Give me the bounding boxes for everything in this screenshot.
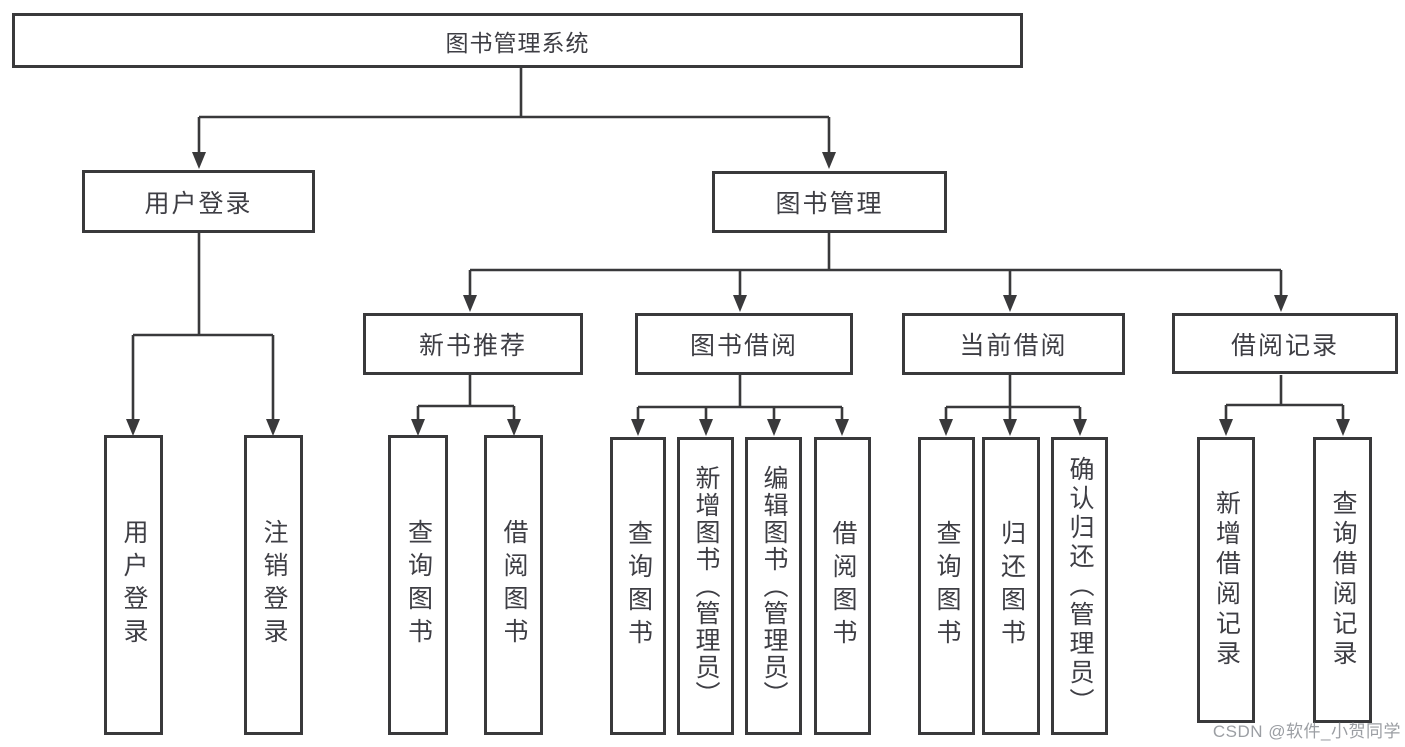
leaf-return-books: 归还图书 [982, 437, 1040, 735]
leaf-confirm-return-admin: 确认归还（管理员） [1051, 437, 1108, 735]
leaf-query-books-recommend: 查询图书 [388, 435, 448, 735]
node-label: 查询图书 [624, 520, 653, 652]
node-label: 编辑图书（管理员） [760, 464, 788, 708]
leaf-add-books-admin: 新增图书（管理员） [677, 437, 734, 735]
leaf-add-borrow-record: 新增借阅记录 [1197, 437, 1255, 723]
node-new-book-recommend: 新书推荐 [363, 313, 583, 375]
node-label: 图书管理 [775, 190, 884, 218]
node-label: 查询图书 [404, 519, 433, 651]
node-user-login: 用户登录 [82, 170, 315, 233]
leaf-query-books-borrowing: 查询图书 [610, 437, 666, 735]
node-label: 用户登录 [120, 519, 148, 651]
node-current-borrowing: 当前借阅 [902, 313, 1125, 375]
node-label: 图书借阅 [689, 332, 798, 360]
node-label: 确认归还（管理员） [1066, 455, 1094, 717]
leaf-user-login: 用户登录 [104, 435, 163, 735]
node-book-management: 图书管理 [712, 171, 947, 233]
node-label: 借阅图书 [829, 520, 857, 652]
node-label: 注销登录 [260, 519, 288, 651]
leaf-logout: 注销登录 [244, 435, 303, 735]
watermark: CSDN @软件_小贺同学 [1212, 722, 1401, 741]
node-label: 当前借阅 [959, 332, 1068, 360]
node-root: 图书管理系统 [12, 13, 1023, 68]
node-label: 图书管理系统 [445, 29, 590, 56]
node-label: 新增借阅记录 [1212, 490, 1241, 670]
node-label: 归还图书 [997, 520, 1026, 652]
node-label: 查询借阅记录 [1329, 490, 1357, 670]
leaf-borrow-books: 借阅图书 [814, 437, 871, 735]
node-label: 查询图书 [933, 520, 961, 652]
node-borrowing-records: 借阅记录 [1172, 313, 1398, 374]
leaf-query-borrow-record: 查询借阅记录 [1313, 437, 1372, 723]
leaf-edit-books-admin: 编辑图书（管理员） [745, 437, 802, 735]
leaf-query-books-current: 查询图书 [918, 437, 975, 735]
node-label: 新增图书（管理员） [692, 464, 720, 708]
node-label: 用户登录 [144, 189, 253, 218]
node-book-borrowing: 图书借阅 [635, 313, 853, 375]
leaf-borrow-books-recommend: 借阅图书 [484, 435, 543, 735]
node-label: 借阅图书 [500, 519, 528, 651]
node-label: 借阅记录 [1230, 331, 1339, 360]
node-label: 新书推荐 [418, 332, 527, 360]
